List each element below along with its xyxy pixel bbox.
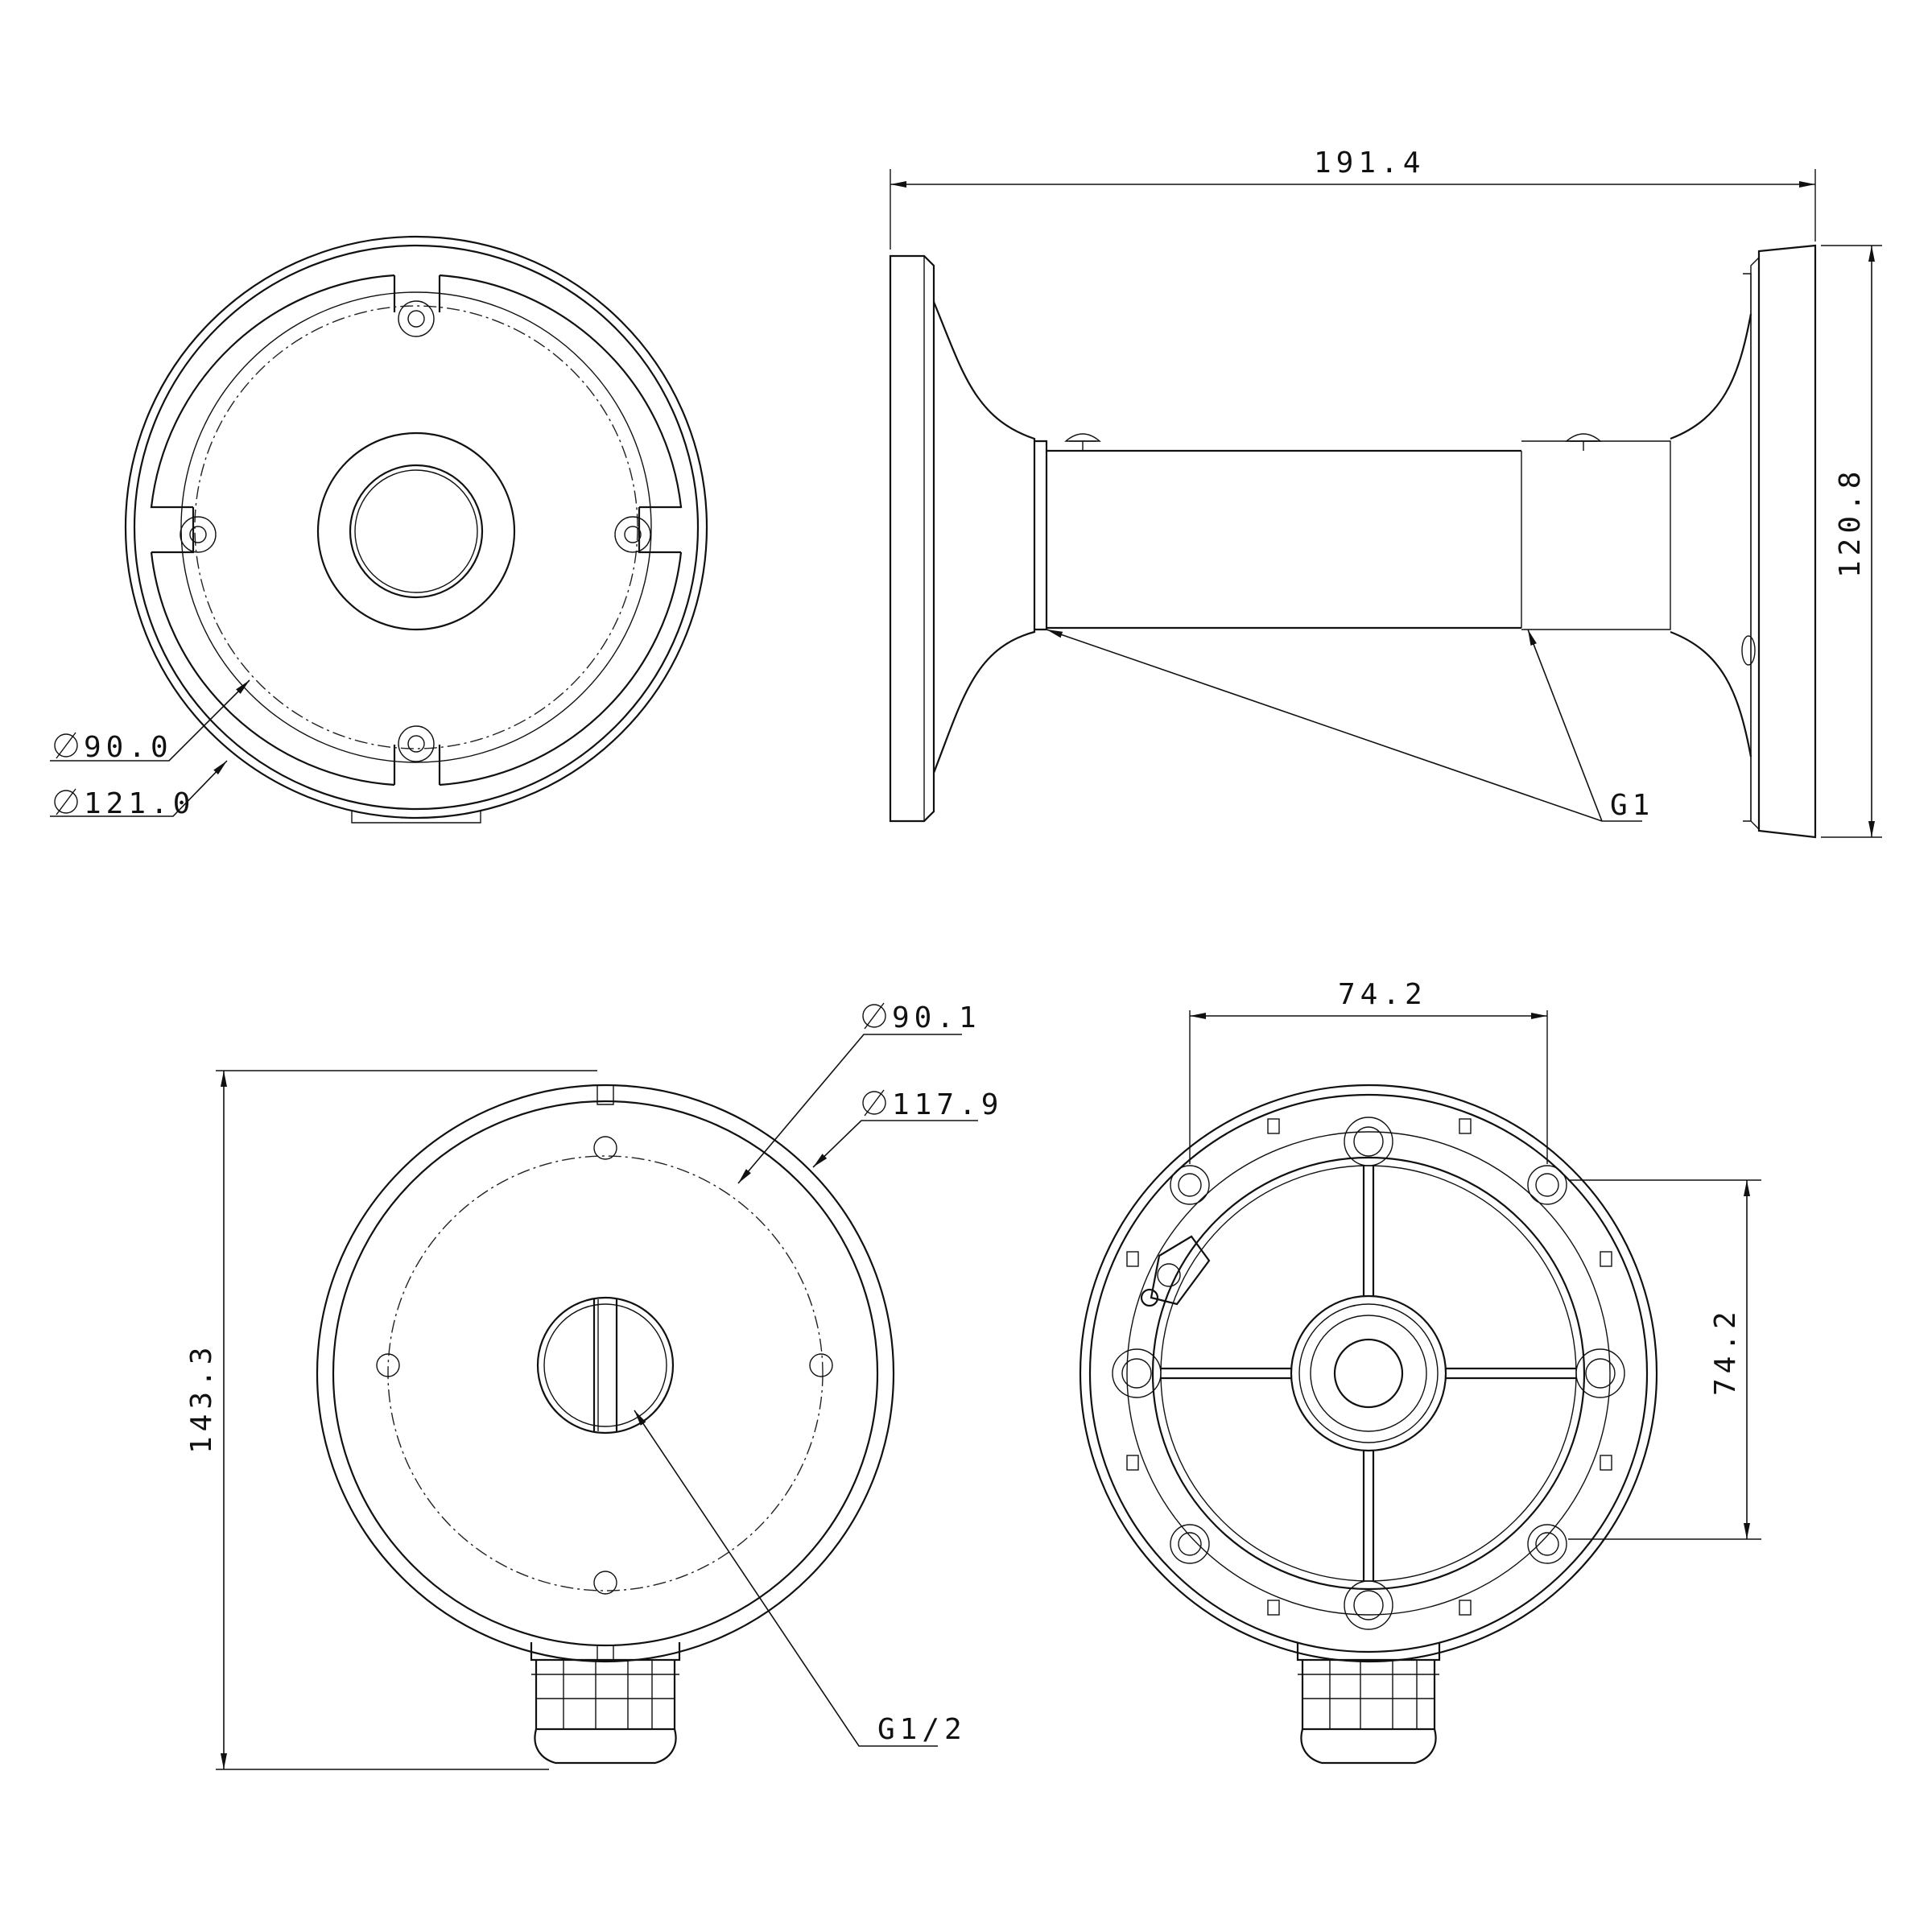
thread-g1-label: G1	[1610, 789, 1654, 822]
dia-121-0-label: 121.0	[84, 787, 195, 820]
top-view	[50, 235, 708, 824]
junction-box-bottom-view	[1079, 1010, 1761, 1765]
dim-height-120-8: 120.8	[1834, 467, 1867, 578]
side-view	[889, 169, 1882, 839]
thread-g1-2-label: G1/2	[877, 1713, 967, 1746]
dia-117-9-label: 117.9	[892, 1088, 1003, 1121]
dia-90-1-label: 90.1	[892, 1001, 981, 1034]
dim-width-74-2: 74.2	[1338, 978, 1427, 1011]
diameter-symbol	[54, 732, 78, 815]
dim-width-191-4: 191.4	[1314, 147, 1425, 180]
dia-90-0-label: 90.0	[84, 731, 173, 764]
dim-height-143-3: 143.3	[185, 1343, 218, 1454]
junction-box-top-view	[216, 1034, 978, 1770]
diameter-symbol	[862, 1002, 886, 1117]
dim-height-74-2: 74.2	[1709, 1307, 1742, 1396]
